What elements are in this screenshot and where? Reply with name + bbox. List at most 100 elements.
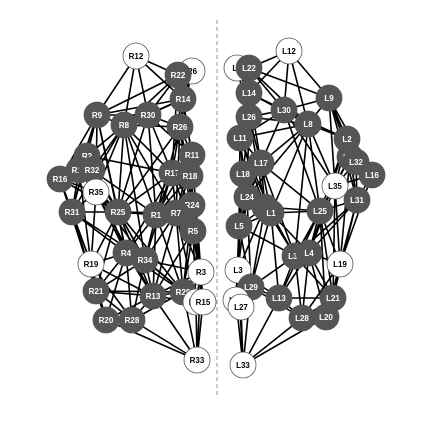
node-label: R21 [89,287,104,296]
node-R13: R13 [139,282,167,310]
node-L30: L30 [270,96,298,124]
node-label: L32 [349,158,363,167]
node-L13: L13 [265,284,293,312]
node-label: R8 [119,121,130,130]
node-L28: L28 [288,304,316,332]
edge-L8-L1 [270,123,309,214]
node-label: R5 [188,227,199,236]
node-circle [179,217,207,245]
node-circle [275,37,303,65]
node-L11: L11 [226,124,254,152]
node-layer: R12R6R22R14R9R30R8R26R2R10R32R11R16R17R1… [46,37,386,379]
node-label: L14 [242,89,256,98]
node-R22: R22 [164,61,192,89]
node-label: L5 [234,222,244,231]
node-circle [187,258,215,286]
node-label: L34 [288,252,302,261]
node-label: L8 [303,120,313,129]
node-circle [139,282,167,310]
node-label: R33 [190,356,205,365]
node-label: R18 [183,172,198,181]
edge-R1-R29 [155,214,184,293]
node-R19: R19 [77,250,105,278]
node-label: L31 [350,196,364,205]
edge-R10-R19 [78,169,92,265]
edge-L1-L13 [270,212,280,299]
node-label: R16 [53,175,68,184]
edge-R30-R25 [117,114,149,213]
node-L8: L8 [294,110,322,138]
node-circle [77,250,105,278]
node-L35: L35 [321,172,349,200]
node-circle [225,212,253,240]
edge-R25-R21 [95,211,119,292]
node-R33: R33 [183,346,211,374]
node-circle [343,186,371,214]
edge-L8-L34 [294,123,309,257]
node-circle [169,85,197,113]
node-L19: L19 [326,250,354,278]
node-label: L27 [234,303,248,312]
node-L26: L26 [235,103,263,131]
node-label: R1 [151,211,162,220]
node-L9: L9 [315,84,343,112]
node-L5: L5 [225,212,253,240]
edge-R26-R25 [117,126,181,213]
node-label: L24 [240,193,254,202]
node-circle [312,303,340,331]
node-label: L30 [277,106,291,115]
node-label: L21 [326,294,340,303]
node-L18: L18 [229,160,257,188]
node-R18: R18 [176,162,204,190]
edge-R8-R1 [123,124,157,216]
node-label: R20 [99,316,114,325]
node-R7: R7 [162,199,190,227]
node-R9: R9 [83,101,111,129]
node-L20: L20 [312,303,340,331]
edge-R7-R13 [152,212,177,297]
node-R25: R25 [104,198,132,226]
node-label: R32 [85,166,100,175]
edge-L9-L35 [328,97,336,187]
edge-R8-R25 [117,124,125,213]
node-circle [131,246,159,274]
node-circle [270,96,298,124]
node-label: R14 [176,95,191,104]
node-label: R22 [171,71,186,80]
edge-R21-R29 [95,290,184,293]
node-circle [229,351,257,379]
node-R34: R34 [131,246,159,274]
edge-R2-R17 [86,155,173,174]
edge-L8-L25 [307,123,321,212]
node-circle [58,198,86,226]
node-label: R35 [89,188,104,197]
node-label: L3 [233,266,243,275]
node-circle [189,288,217,316]
node-L27: L27 [227,293,255,321]
node-circle [315,84,343,112]
node-label: L35 [328,182,342,191]
node-label: R2 [82,152,93,161]
node-R3: R3 [187,258,215,286]
node-label: R6 [187,67,198,76]
node-label: L25 [313,207,327,216]
node-L33: L33 [229,351,257,379]
node-label: R31 [65,208,80,217]
node-label: L11 [233,134,247,143]
node-label: R17 [165,169,180,178]
node-label: R29 [176,288,191,297]
node-label: L13 [272,294,286,303]
edge-L22-L9 [248,67,330,99]
node-circle [118,306,146,334]
node-label: L29 [244,283,258,292]
node-circle [166,113,194,141]
node-R12: R12 [122,42,150,70]
node-R28: R28 [118,306,146,334]
node-label: R7 [171,209,182,218]
node-label: L9 [324,94,334,103]
node-label: L16 [365,171,379,180]
node-R15: R15 [189,288,217,316]
node-circle [326,250,354,278]
node-R30: R30 [134,101,162,129]
edge-L30-L25 [283,109,321,212]
